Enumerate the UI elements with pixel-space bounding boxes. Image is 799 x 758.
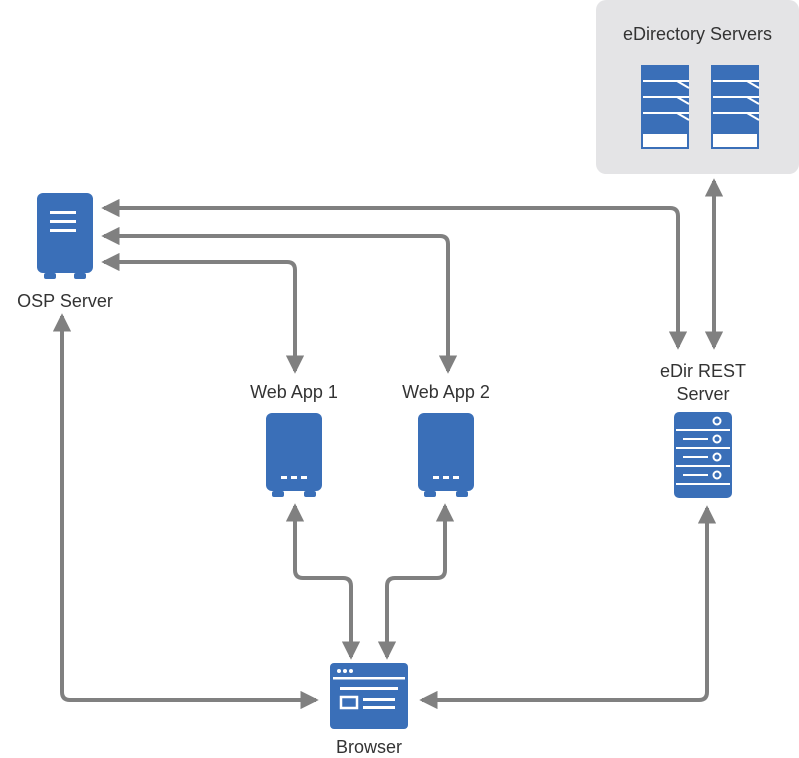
osp-server-label: OSP Server <box>17 291 113 311</box>
osp-server-icon <box>37 193 93 279</box>
edge-osp-web-app-1 <box>101 252 305 374</box>
edir-rest-server-icon <box>674 412 732 498</box>
web-app-2-label: Web App 2 <box>402 382 490 402</box>
browser-icon <box>330 663 408 729</box>
web-app-2-icon <box>418 413 474 497</box>
edge-web-app-2-browser <box>377 503 455 660</box>
edirectory-server-icon-1 <box>641 65 690 149</box>
edge-osp-edir-rest <box>101 198 688 350</box>
edirectory-server-icon-2 <box>711 65 760 149</box>
edir-rest-server-label-line1: eDir REST <box>659 361 746 381</box>
edge-osp-web-app-2 <box>101 226 458 374</box>
web-app-1-icon <box>266 413 322 497</box>
browser-label: Browser <box>335 737 402 757</box>
web-app-1-label: Web App 1 <box>250 382 338 402</box>
edge-osp-browser <box>52 313 319 710</box>
edge-edir-rest-browser <box>419 505 717 710</box>
edge-web-app-1-browser <box>285 503 361 660</box>
edirectory-group-title: eDirectory Servers <box>622 24 773 44</box>
edir-rest-server-label-line2: Server <box>676 384 730 404</box>
